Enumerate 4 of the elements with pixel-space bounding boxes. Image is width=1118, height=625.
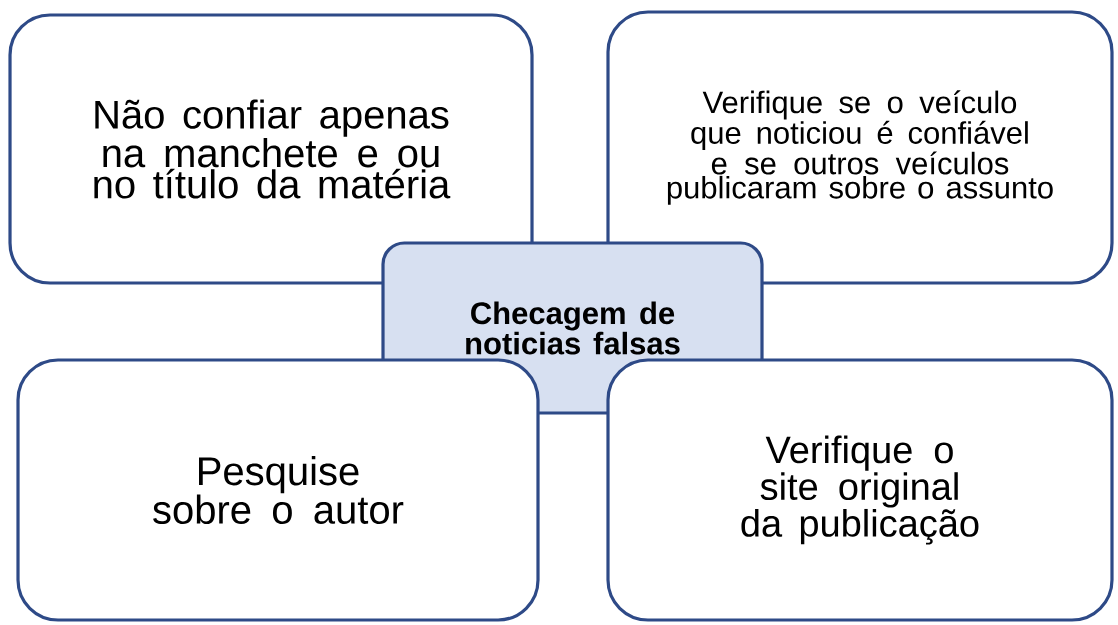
tip-box: Verifique o site original da publicação <box>606 358 1114 622</box>
tip-box: Não confiar apenas na manchete e ou no título da matéria <box>8 13 534 285</box>
tip-box: Verifique se o veículo que noticiou é confiável e se outros veículos publicaram sobre o assunto <box>606 10 1114 285</box>
tip-box: Pesquise sobre o autor <box>16 358 540 622</box>
